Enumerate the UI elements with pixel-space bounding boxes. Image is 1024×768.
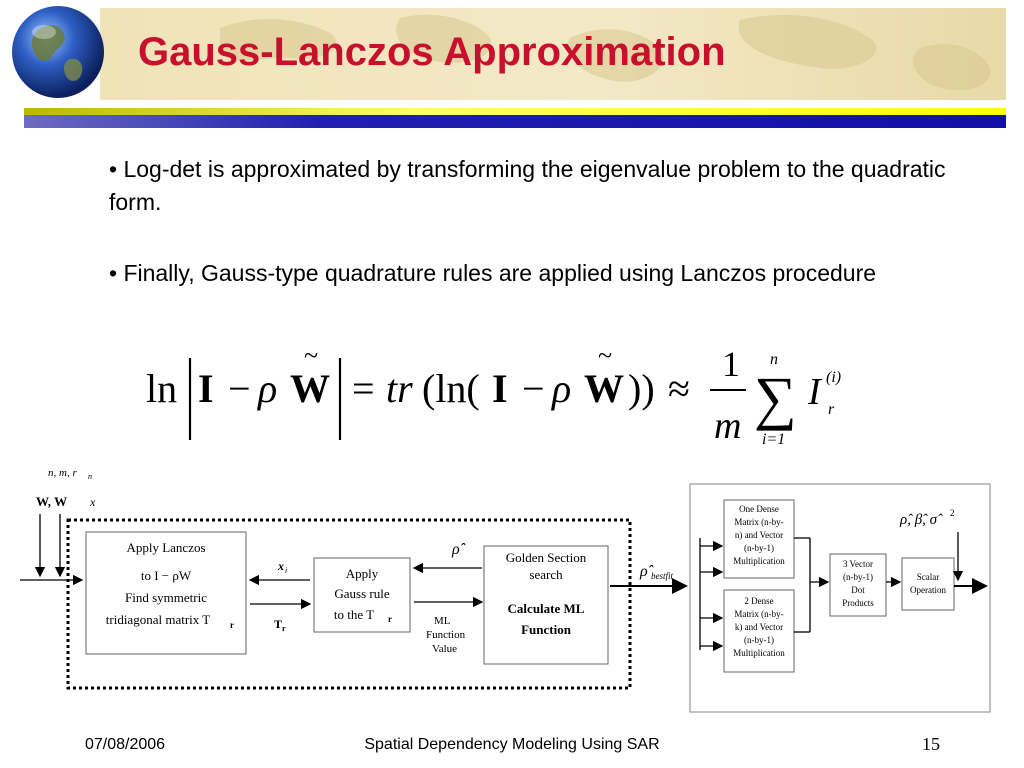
- gauss-line-1: Apply: [346, 566, 379, 581]
- gauss-line-2: Gauss rule: [334, 586, 389, 601]
- formula-term-sup: (i): [826, 369, 841, 386]
- globe-logo: [12, 6, 104, 98]
- formula-identity-2: I: [492, 366, 508, 411]
- formula-sum-upper: n: [770, 351, 778, 368]
- golden-line-1: Golden Section: [506, 550, 587, 565]
- vector-line-3: Dot: [851, 585, 865, 595]
- box-vector-dot-products: [829, 553, 887, 617]
- box-scalar-operation: [901, 557, 955, 611]
- dense1-line-4: (n-by-1): [744, 543, 774, 553]
- world-map-texture: [220, 14, 991, 91]
- lanczos-process-diagram: n, m, r n W, W x Apply Lanczos to I − ρW…: [20, 467, 991, 713]
- formula-tr-open: (ln(: [422, 366, 480, 411]
- log-det-formula: ln I − ρ ~ W = tr (ln( I − ρ ~ W )) ≈ 1 …: [146, 341, 841, 448]
- formula-rho: ρ: [256, 366, 277, 411]
- diagram-input-sizes: n, m, r: [48, 467, 77, 479]
- header-band: [100, 8, 1006, 100]
- edge-label-rho-bestfit-sub: bestfit: [651, 571, 673, 581]
- footer-date: 07/08/2006: [85, 736, 166, 753]
- dense1-line-3: n) and Vector: [735, 530, 783, 540]
- ml-value-line-1: ML: [434, 615, 451, 627]
- formula-term-sub: r: [828, 401, 835, 418]
- golden-line-4: Function: [521, 622, 572, 637]
- header-stripe-blue: [24, 115, 1006, 128]
- formula-tr-close: )): [628, 366, 655, 411]
- golden-line-3: Calculate ML: [508, 601, 585, 616]
- box-dense-matrix-1: [723, 499, 795, 579]
- formula-rho-2: ρ: [550, 366, 571, 411]
- formula-tilde: ~: [304, 341, 318, 370]
- diagram-outputs-sup: 2: [950, 508, 955, 518]
- header-stripe-yellow: [24, 108, 1006, 115]
- box-apply-lanczos: [85, 531, 247, 655]
- box-golden-section-search: [483, 545, 609, 665]
- lanczos-line-3: Find symmetric: [125, 590, 207, 605]
- ml-value-line-3: Value: [432, 643, 457, 655]
- formula-tilde-2: ~: [598, 341, 612, 370]
- lanczos-line-2: to I − ρW: [141, 568, 192, 583]
- dense1-line-1: One Dense: [739, 504, 779, 514]
- dense2-line-5: Multiplication: [733, 648, 785, 658]
- formula-sum-lower: i=1: [762, 431, 785, 448]
- scalar-line-2: Operation: [910, 585, 946, 595]
- formula-term: I: [807, 371, 823, 413]
- edge-label-t-sub: r: [282, 624, 286, 633]
- formula-equals: =: [352, 366, 375, 411]
- dense2-line-3: k) and Vector: [735, 622, 783, 632]
- ml-value-line-2: Function: [426, 629, 466, 641]
- golden-line-2: search: [529, 567, 563, 582]
- formula-sum: ∑: [754, 365, 797, 431]
- vector-line-1: 3 Vector: [843, 559, 873, 569]
- diagram-input-sizes-sub: n: [88, 472, 92, 481]
- lanczos-line-4-sub: r: [230, 620, 234, 630]
- dense1-line-5: Multiplication: [733, 556, 785, 566]
- bullet-item: • Finally, Gauss-type quadrature rules a…: [109, 260, 877, 286]
- diagram-input-matrices: W, W: [36, 494, 67, 509]
- scalar-line-1: Scalar: [917, 572, 940, 582]
- diagram-input-x: x: [89, 495, 96, 509]
- formula-denominator: m: [714, 405, 741, 447]
- lanczos-line-1: Apply Lanczos: [126, 540, 205, 555]
- dense2-line-4: (n-by-1): [744, 635, 774, 645]
- bullet-item: • Log-det is approximated by transformin…: [109, 156, 946, 215]
- vector-line-4: Products: [842, 598, 874, 608]
- formula-numerator: 1: [722, 344, 740, 384]
- slide-title: Gauss-Lanczos Approximation: [138, 30, 726, 74]
- vector-line-2: (n-by-1): [843, 572, 873, 582]
- formula-w: W: [290, 366, 330, 411]
- formula-minus: −: [228, 366, 251, 411]
- edge-label-t: T: [274, 617, 282, 631]
- diagram-dotted-boundary: [66, 518, 632, 690]
- dense2-line-1: 2 Dense: [744, 596, 773, 606]
- edge-label-rho-hat: ρ̂: [451, 541, 466, 558]
- footer-title: Spatial Dependency Modeling Using SAR: [364, 736, 660, 753]
- box-dense-matrix-2: [723, 589, 795, 673]
- formula-approx: ≈: [668, 366, 690, 411]
- gauss-line-3: to the T: [334, 607, 374, 622]
- formula-ln: ln: [146, 366, 177, 411]
- dense1-line-2: Matrix (n-by-: [734, 517, 783, 527]
- page-number: 15: [922, 734, 940, 754]
- edge-label-x-sub: i: [285, 566, 287, 575]
- diagram-outputs: ρ̂, β̂, σ̂: [899, 512, 943, 528]
- formula-identity: I: [198, 366, 214, 411]
- formula-minus-2: −: [522, 366, 545, 411]
- formula-w-2: W: [584, 366, 624, 411]
- gauss-line-3-sub: r: [388, 614, 392, 624]
- lanczos-line-4: tridiagonal matrix T: [106, 612, 211, 627]
- formula-trace: tr: [386, 366, 413, 411]
- bullet-list: • Log-det is approximated by transformin…: [109, 153, 969, 328]
- edge-label-x: x: [277, 559, 284, 573]
- dense2-line-2: Matrix (n-by-: [734, 609, 783, 619]
- box-apply-gauss-rule: [313, 557, 411, 633]
